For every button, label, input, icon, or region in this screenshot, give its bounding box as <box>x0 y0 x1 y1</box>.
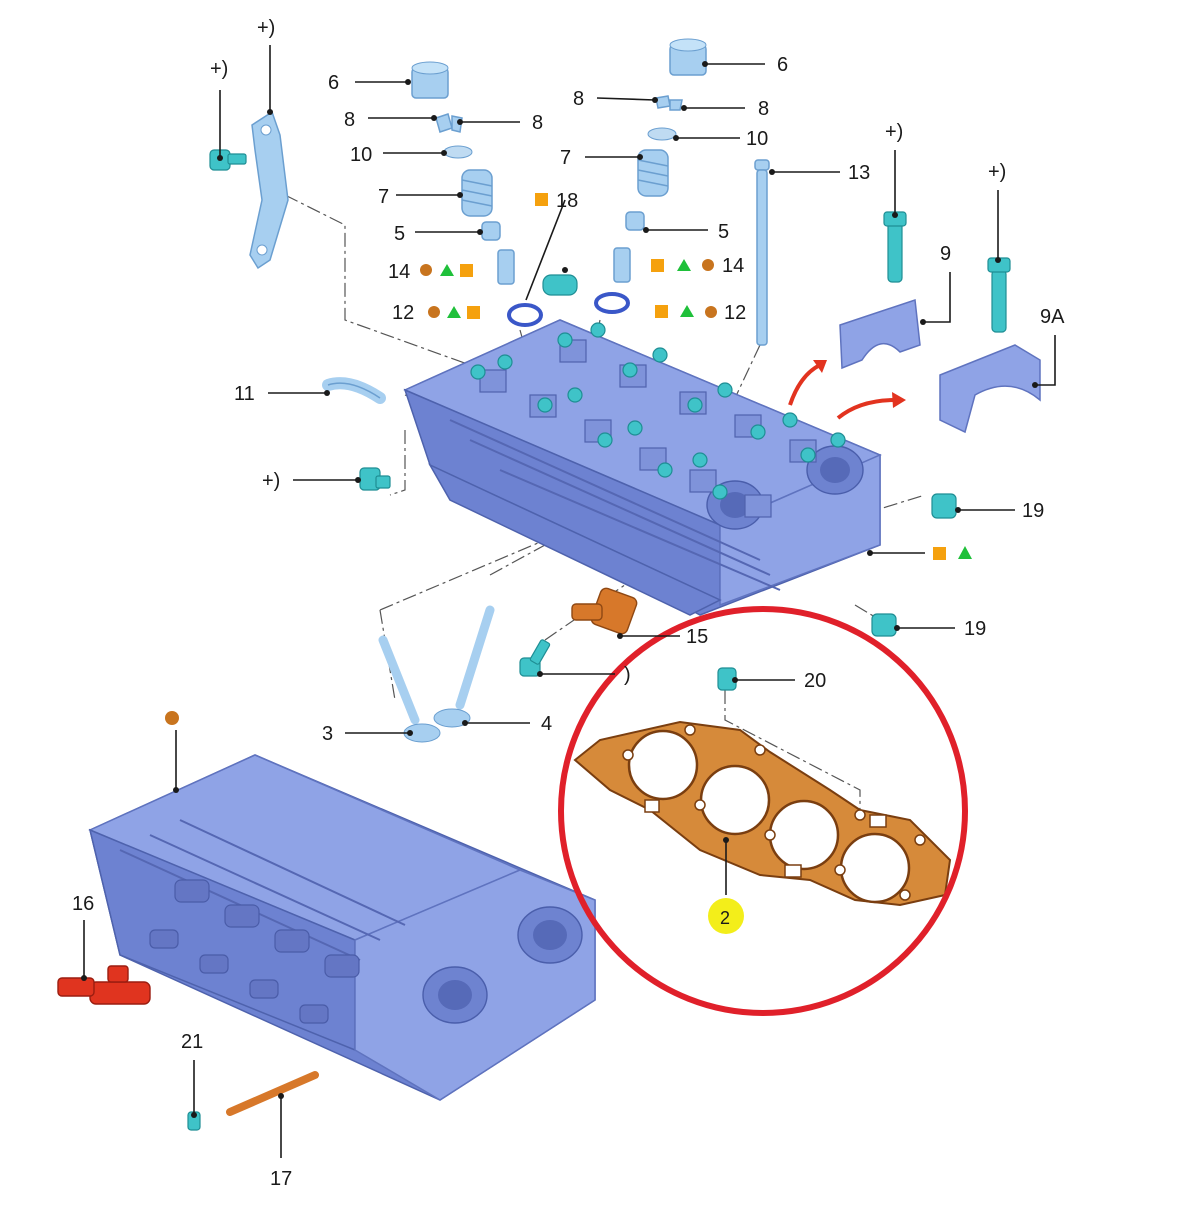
callout-plus-sensor-bolt[interactable]: ) <box>624 664 631 686</box>
legend-triangle-symbol <box>958 546 972 559</box>
legend-square-symbol <box>535 193 548 206</box>
callout-3[interactable]: 3 <box>322 723 333 745</box>
callout-21[interactable]: 21 <box>181 1031 203 1053</box>
callout-plus-bracket[interactable]: +) <box>257 17 275 39</box>
callout-5-left[interactable]: 5 <box>394 223 405 245</box>
callout-8-right-b[interactable]: 8 <box>758 98 769 120</box>
legend-triangle-symbol <box>447 306 461 318</box>
legend-symbol-group-12-right <box>655 305 717 318</box>
callout-8-left-b[interactable]: 8 <box>532 112 543 134</box>
callout-9[interactable]: 9 <box>940 243 951 265</box>
callout-13[interactable]: 13 <box>848 162 870 184</box>
callout-18[interactable]: 18 <box>556 190 578 212</box>
direction-arrows <box>788 360 906 420</box>
callout-19-lower[interactable]: 19 <box>964 618 986 640</box>
legend-circle-symbol <box>420 264 432 276</box>
legend-symbol-group-14-left <box>420 264 473 277</box>
part-16-sensor <box>57 965 151 1005</box>
callout-15[interactable]: 15 <box>686 626 708 648</box>
lower-cylinder-head <box>88 754 596 1101</box>
callout-plus-cap-bolt-left[interactable]: +) <box>885 121 903 143</box>
callout-plus-bracket-bolt[interactable]: +) <box>210 58 228 80</box>
callout-14-right[interactable]: 14 <box>722 255 744 277</box>
leader-dots <box>81 61 1038 1118</box>
callout-9a[interactable]: 9A <box>1040 306 1065 328</box>
highlight-dot-2 <box>708 898 744 934</box>
small-fittings <box>187 149 957 1131</box>
legend-circle-symbol <box>705 306 717 318</box>
callout-16[interactable]: 16 <box>72 893 94 915</box>
legend-triangle-symbol <box>677 259 691 271</box>
upper-cylinder-head <box>403 319 882 616</box>
legend-triangle-symbol <box>680 305 694 317</box>
leader-lines <box>83 45 1056 1158</box>
cap-bolts <box>883 211 1011 333</box>
legend-symbol-group-12-left <box>428 306 480 319</box>
callout-12-right[interactable]: 12 <box>724 302 746 324</box>
callout-20[interactable]: 20 <box>804 670 826 692</box>
legend-symbol-group-14-right <box>651 259 714 272</box>
callout-plus-cap-bolt-right[interactable]: +) <box>988 161 1006 183</box>
valve-train-right <box>594 38 707 314</box>
legend-circle-symbol <box>165 711 179 725</box>
legend-triangle-symbol <box>440 264 454 276</box>
callout-14-left[interactable]: 14 <box>388 261 410 283</box>
highlight-ring <box>558 606 968 1016</box>
legend-square-symbol <box>467 306 480 319</box>
callout-7-left[interactable]: 7 <box>378 186 389 208</box>
callout-17[interactable]: 17 <box>270 1168 292 1190</box>
callout-labels: 6 8 8 10 7 5 14 12 18 6 8 8 10 7 5 14 12… <box>72 17 1065 1190</box>
legend-symbol-group-head <box>933 546 972 560</box>
part-13-bolt <box>754 159 770 346</box>
callout-8-right-a[interactable]: 8 <box>573 88 584 110</box>
lifting-bracket <box>249 110 289 270</box>
callout-6-right[interactable]: 6 <box>777 54 788 76</box>
legend-circle-symbol <box>702 259 714 271</box>
head-gasket <box>573 720 952 907</box>
legend-square-symbol <box>651 259 664 272</box>
callout-19-upper[interactable]: 19 <box>1022 500 1044 522</box>
callout-5-right[interactable]: 5 <box>718 221 729 243</box>
callout-10-right[interactable]: 10 <box>746 128 768 150</box>
part-15-sensor <box>571 587 638 635</box>
callout-plus-head-bolt[interactable]: +) <box>262 470 280 492</box>
legend-symbol-group-lower-head <box>165 711 179 725</box>
callout-8-left-a[interactable]: 8 <box>344 109 355 131</box>
part-17-pin <box>226 1071 319 1116</box>
intake-exhaust-valves <box>378 605 495 743</box>
legend-square-symbol <box>655 305 668 318</box>
callout-6-left[interactable]: 6 <box>328 72 339 94</box>
callout-4[interactable]: 4 <box>541 713 552 735</box>
callout-10-left[interactable]: 10 <box>350 144 372 166</box>
bearing-caps <box>839 298 1041 434</box>
callout-11[interactable]: 11 <box>234 383 255 405</box>
callout-12-left[interactable]: 12 <box>392 302 414 324</box>
legend-square-symbol <box>460 264 473 277</box>
legend-circle-symbol <box>428 306 440 318</box>
part-18-plug <box>542 274 578 296</box>
legend-symbol-group-18 <box>535 193 548 206</box>
callout-2[interactable]: 2 <box>720 908 730 928</box>
callout-7-right[interactable]: 7 <box>560 147 571 169</box>
valve-train-left <box>411 61 543 327</box>
legend-square-symbol <box>933 547 946 560</box>
